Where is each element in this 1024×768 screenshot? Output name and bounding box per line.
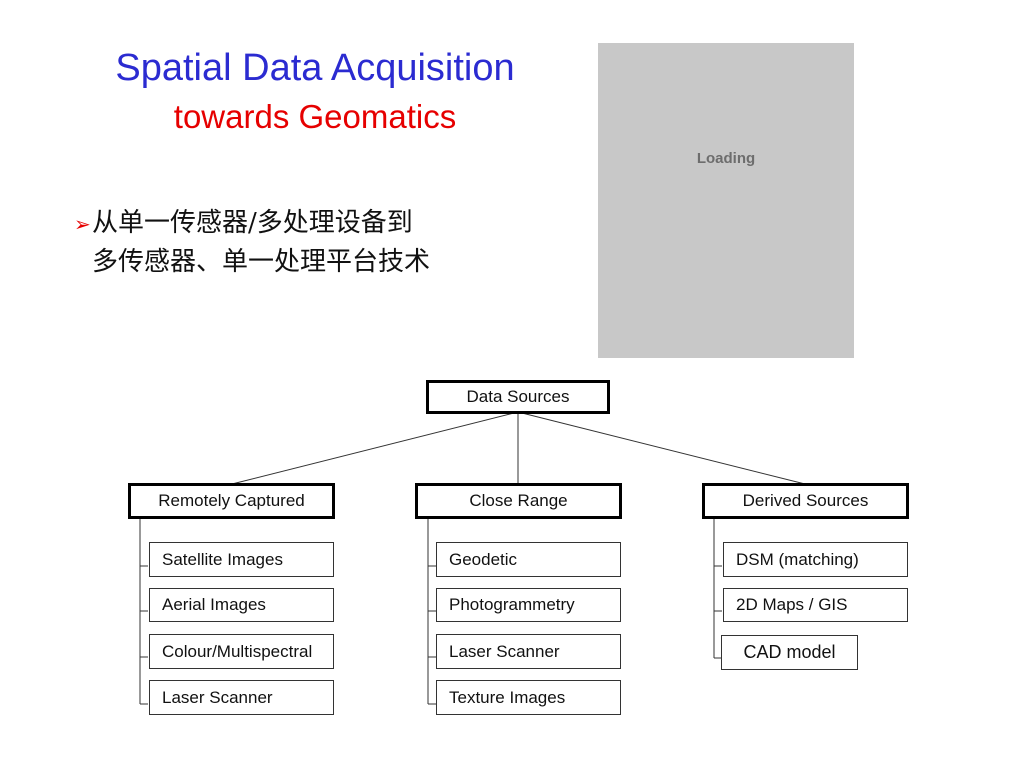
bullet-point: ➢从单一传感器/多处理设备到 多传感器、单一处理平台技术 [74,204,544,281]
arrow-bullet-icon: ➢ [74,212,91,236]
leaf-node-dsm-matching: DSM (matching) [723,542,908,577]
root-node: Data Sources [426,380,610,414]
leaf-node-laser-scanner-close: Laser Scanner [436,634,621,669]
loading-label: Loading [696,150,756,167]
bullet-text-1: 从单一传感器/多处理设备到 [92,208,413,238]
leaf-node-satellite-images: Satellite Images [149,542,334,577]
bullet-text-2: 多传感器、单一处理平台技术 [92,247,431,277]
leaf-node-2d-maps-gis: 2D Maps / GIS [723,588,908,622]
leaf-node-cad-model: CAD model [721,635,858,670]
connector-root-right [517,411,806,485]
connector-root-left [231,411,519,485]
leaf-node-photogrammetry: Photogrammetry [436,588,621,622]
branch-node-remotely-captured: Remotely Captured [128,483,335,519]
leaf-node-geodetic: Geodetic [436,542,621,577]
leaf-node-colour-multispectral: Colour/Multispectral [149,634,334,669]
slide-title: Spatial Data Acquisition [115,47,515,89]
branch-node-derived-sources: Derived Sources [702,483,909,519]
leaf-node-texture-images: Texture Images [436,680,621,715]
leaf-node-laser-scanner-remote: Laser Scanner [149,680,334,715]
slide-subtitle: towards Geomatics [173,98,457,135]
image-placeholder: Loading [598,43,854,358]
branch-node-close-range: Close Range [415,483,622,519]
bullet-line-1: ➢从单一传感器/多处理设备到 [74,204,544,243]
leaf-node-aerial-images: Aerial Images [149,588,334,622]
